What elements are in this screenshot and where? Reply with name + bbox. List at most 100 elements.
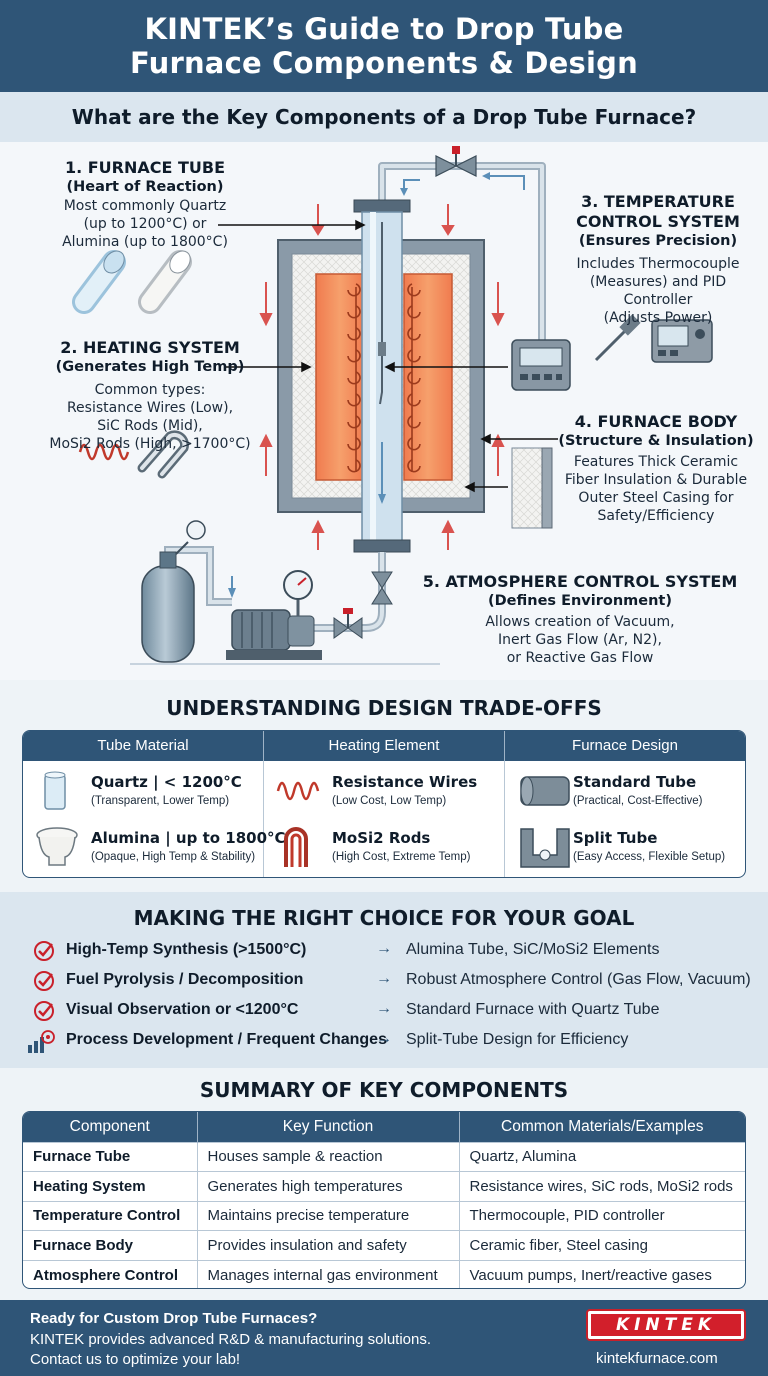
quartz-cylinder-icon [44,771,66,810]
heater-coil-loop [347,415,361,429]
tradeoffs-header: Tube Material Heating Element Furnace De… [23,731,745,761]
goal-label: Visual Observation or <1200°C [66,1001,299,1018]
alumina-crucible-icon [36,827,78,866]
u-rod-inner [140,432,187,476]
table-cell: Furnace Tube [23,1141,198,1172]
component-temperature-control: 3. TEMPERATURE CONTROL SYSTEM (Ensures P… [556,192,760,327]
heater-coil-loop [407,459,421,473]
temp-control-desc-1: Includes Thermocouple [576,256,740,272]
quartz-sub: (Transparent, Lower Temp) [91,795,230,807]
table-row: Furnace Body Provides insulation and saf… [23,1230,745,1260]
furnace-tube-title: 1. FURNACE TUBE [64,158,226,177]
website-link[interactable]: kintekfurnace.com [596,1350,718,1367]
heating-system-title: 2. HEATING SYSTEM [60,338,240,357]
table-cell: Heating System [23,1171,198,1201]
heater-coil-loop [407,283,421,297]
arrow-icon: → [376,970,392,987]
page-footer: Ready for Custom Drop Tube Furnaces? KIN… [0,1300,768,1376]
goal-row: Process Development / Frequent Changes →… [0,1026,768,1056]
heater-coil-loop [407,327,421,341]
valve-bottom-icon [371,571,393,605]
component-furnace-tube: 1. FURNACE TUBE (Heart of Reaction) Most… [50,158,240,251]
table-cell: Houses sample & reaction [197,1141,460,1172]
thermocouple-icon [379,356,383,405]
goals-section: MAKING THE RIGHT CHOICE FOR YOUR GOAL Hi… [0,892,768,1068]
footer-line-2: KINTEK provides advanced R&D & manufactu… [30,1331,432,1348]
heater-coil-loop [347,437,361,451]
furnace-body-desc-3: Outer Steel Casing for [578,490,734,506]
resistance-wires-sub: (Low Cost, Low Temp) [332,795,447,807]
atmosphere-title: 5. ATMOSPHERE CONTROL SYSTEM [422,572,738,591]
heating-system-desc-1: Common types: [94,382,206,398]
table-cell: Vacuum pumps, Inert/reactive gases [459,1259,745,1288]
temp-control-title-2: CONTROL SYSTEM [576,212,740,231]
furnace-body-title: 4. FURNACE BODY [574,412,738,431]
check-icon [34,1001,54,1021]
heater-coil-loop [347,393,361,407]
heater-coil-loop [407,415,421,429]
goal-result: Standard Furnace with Quartz Tube [406,1001,660,1018]
heating-system-desc-4: MoSi2 Rods (High, >1700°C) [49,436,251,452]
standard-tube-name: Standard Tube [573,773,697,791]
valve-top-icon [435,146,477,177]
furnace-illustration [72,146,713,665]
tube-top-flange [353,199,411,213]
table-row: Furnace Tube Houses sample & reaction Qu… [23,1141,745,1172]
furnace-tube-desc-2: (up to 1200°C) or [83,216,207,232]
component-atmosphere-control: 5. ATMOSPHERE CONTROL SYSTEM (Defines En… [410,572,750,667]
tradeoffs-header-heating: Heating Element [264,731,505,761]
table-row: Temperature Control Maintains precise te… [23,1200,745,1231]
page-header: KINTEK’s Guide to Drop Tube Furnace Comp… [0,0,768,92]
atmosphere-desc-1: Allows creation of Vacuum, [485,614,675,630]
thermocouple-probe-icon [594,314,641,362]
split-tube-icon [520,828,570,868]
resistance-coil-icon [78,443,130,461]
arrow-icon: → [376,1000,392,1017]
footer-line-3: Contact us to optimize your lab! [30,1351,241,1368]
furnace-body-desc-4: Safety/Efficiency [597,508,715,524]
table-cell: Maintains precise temperature [197,1200,460,1231]
resistance-wires-name: Resistance Wires [332,773,478,791]
tradeoffs-col-tube: Quartz | < 1200°C (Transparent, Lower Te… [23,761,286,877]
tradeoffs-header-design: Furnace Design [572,737,678,754]
goal-label: Process Development / Frequent Changes [66,1031,387,1048]
standard-tube-icon [520,776,570,806]
temp-control-title-1: 3. TEMPERATURE [581,192,735,211]
atmosphere-desc-2: Inert Gas Flow (Ar, N2), [498,632,662,648]
furnace-tube-subtitle: (Heart of Reaction) [66,179,224,195]
check-icon [34,971,54,991]
tradeoff-item-split-tube: Split Tube (Easy Access, Flexible Setup) [505,819,745,875]
table-cell: Resistance wires, SiC rods, MoSi2 rods [459,1171,745,1201]
temp-control-desc-3: (Adjusts Power) [603,310,713,326]
heater-coil-loop [407,393,421,407]
summary-title: SUMMARY OF KEY COMPONENTS [199,1078,569,1102]
tradeoff-item-quartz: Quartz | < 1200°C (Transparent, Lower Te… [23,763,263,819]
heater-coil-loop [347,371,361,385]
gas-cylinder-icon [141,520,206,663]
tradeoff-item-alumina: Alumina | up to 1800°C (Opaque, High Tem… [23,819,286,875]
title-line-1: KINTEK’s Guide to Drop Tube [144,12,624,46]
tradeoffs-header-tube: Tube Material [23,731,264,761]
heater-coil-loop [407,371,421,385]
furnace-tube-desc-1: Most commonly Quartz [63,198,227,214]
alumina-tube-icon [138,250,192,314]
alumina-name: Alumina | up to 1800°C [91,829,286,847]
temp-control-desc-2: (Measures) and PID Controller [589,274,727,308]
heater-coil-loop [347,459,361,473]
temp-control-subtitle: (Ensures Precision) [578,233,738,249]
furnace-tube-desc-3: Alumina (up to 1800°C) [62,234,228,250]
tradeoff-item-standard-tube: Standard Tube (Practical, Cost-Effective… [505,763,745,819]
kintek-logo[interactable]: KINTEK [586,1309,746,1341]
insulation-block-icon [511,447,553,529]
furnace-diagram: 1. FURNACE TUBE (Heart of Reaction) Most… [0,142,768,680]
atmosphere-subtitle: (Defines Environment) [488,593,672,609]
furnace-body-desc-2: Fiber Insulation & Durable [564,472,748,488]
tube-bottom-flange [353,539,411,553]
table-row: Atmosphere Control Manages internal gas … [23,1259,745,1288]
pointer-lines [218,219,558,493]
component-furnace-body: 4. FURNACE BODY (Structure & Insulation)… [554,412,758,525]
furnace-body-desc-1: Features Thick Ceramic [573,454,739,470]
alumina-sub: (Opaque, High Temp & Stability) [91,851,256,863]
heating-system-desc-3: SiC Rods (Mid), [97,418,203,434]
quartz-name: Quartz | < 1200°C [91,773,242,791]
